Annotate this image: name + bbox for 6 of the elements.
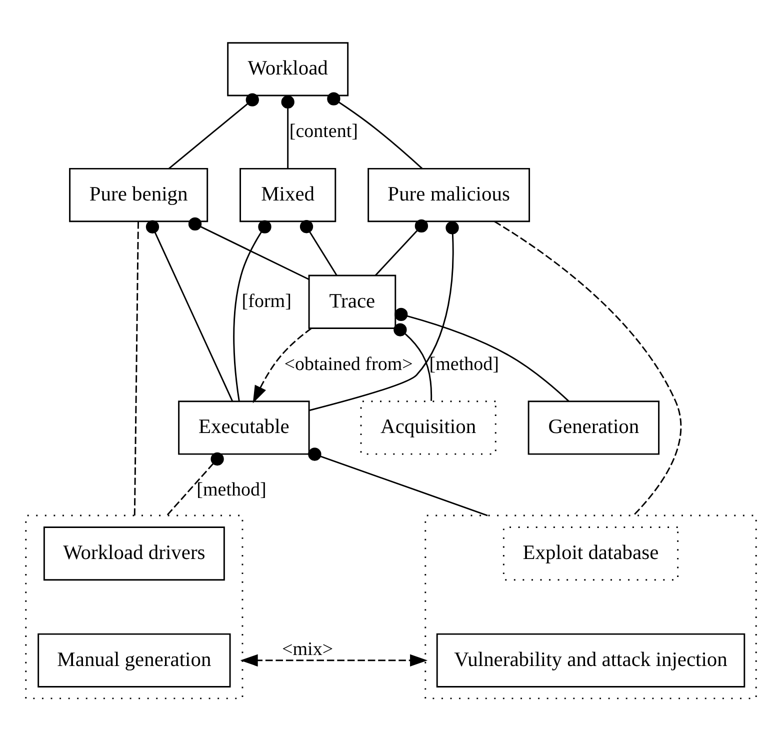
edge-label: <obtained from> — [284, 354, 413, 375]
edge-label: [form] — [242, 290, 292, 312]
edge-label: [method] — [196, 480, 266, 501]
edge-label: [content] — [289, 121, 358, 142]
edge-label: <mix> — [282, 639, 334, 660]
edge-label: [method] — [429, 354, 500, 375]
